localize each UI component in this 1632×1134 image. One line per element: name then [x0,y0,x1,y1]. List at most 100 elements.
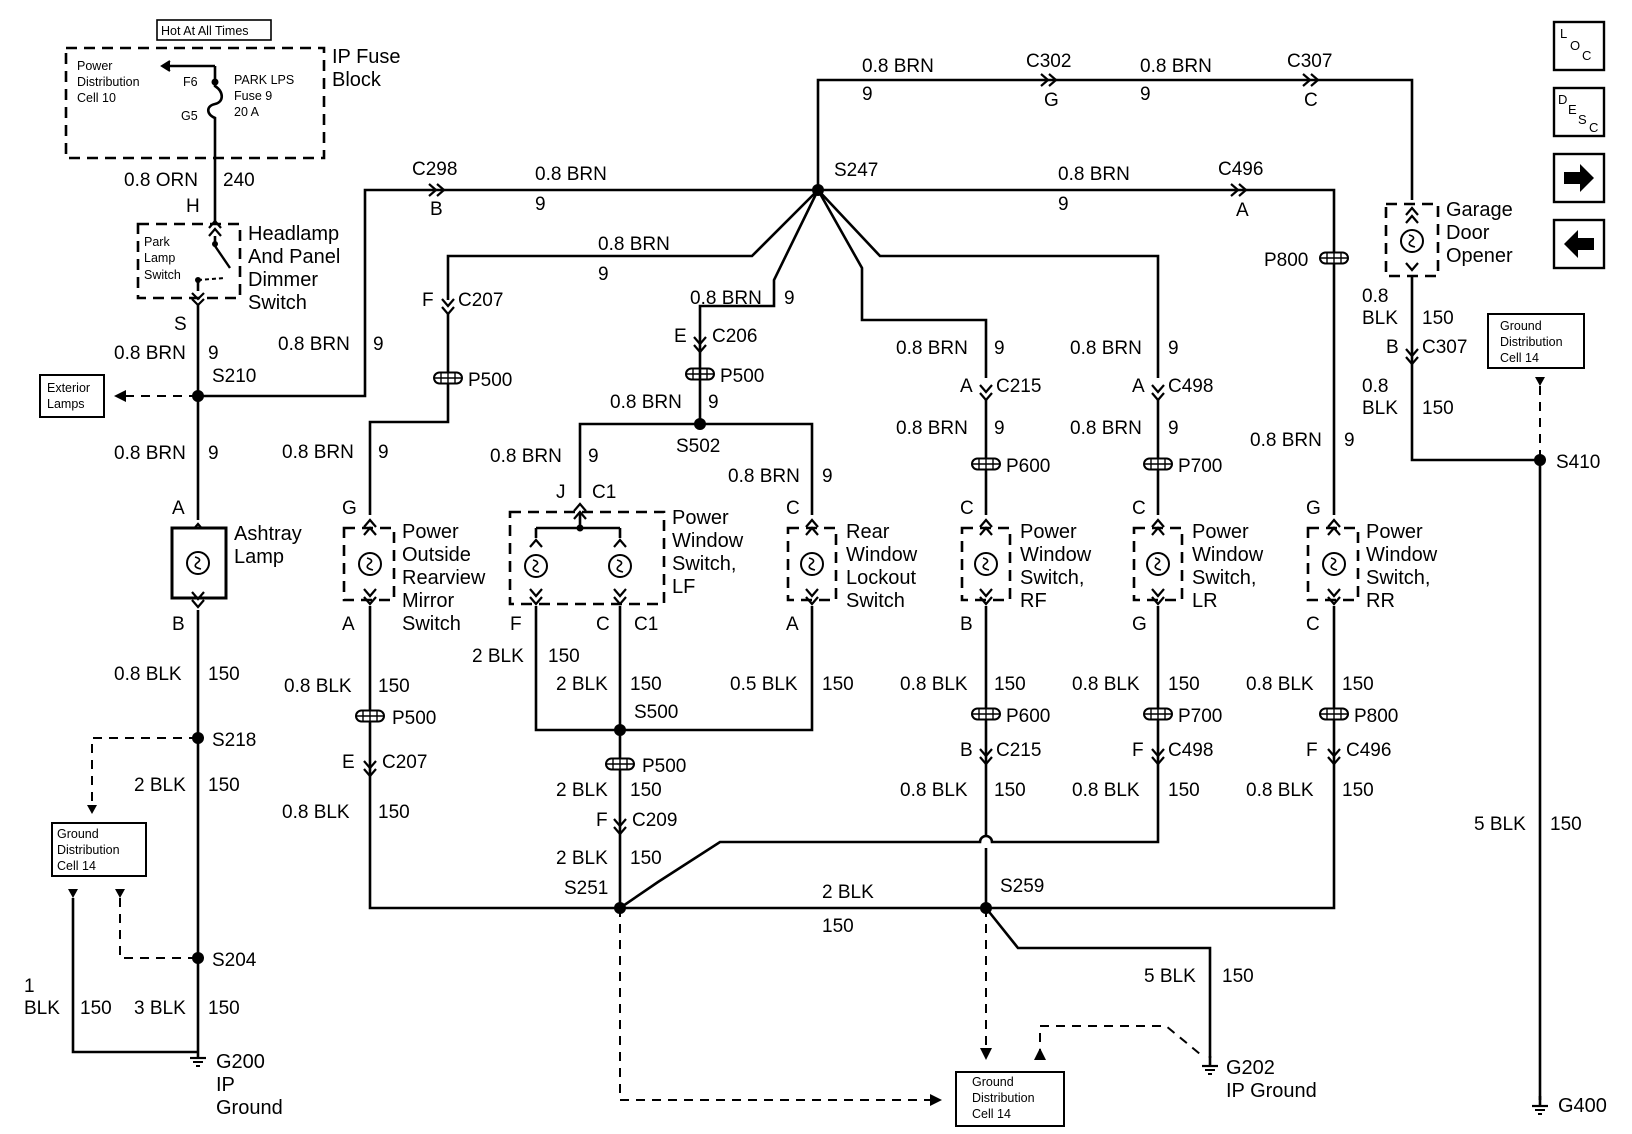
wire-blk2-lf-c: 2 BLK [556,674,608,695]
pin-a-ashtray: A [172,498,185,519]
pin-s: S [174,314,187,335]
arrow-right-icon [1564,164,1594,192]
conn-p500-c206: P500 [720,366,764,387]
conn-c215-bottom: C215 [996,740,1041,761]
loc-letter-l: L [1560,26,1567,41]
wire-blk-rf: 0.8 BLK [900,674,968,695]
prev-button[interactable] [1552,218,1606,270]
conn-c496-top: C496 [1218,159,1263,180]
pin-b-c307: B [1386,337,1399,358]
pw-rf-lamp-icon [974,552,998,576]
wire-blk5-g400: 5 BLK [1474,814,1526,835]
desc-button[interactable]: D E S C [1552,86,1606,138]
conn-p600-top: P600 [1006,456,1050,477]
wire-blk-rr: 0.8 BLK [1246,674,1314,695]
conn-p800-top: P800 [1264,250,1308,271]
wire-brn-c498-mid: 0.8 BRN [1070,418,1142,439]
wire-brn-c206-top: 0.8 BRN [690,288,762,309]
g202-ground-icon [1200,1054,1220,1076]
wire-brn-c298-drop: 0.8 BRN [278,334,350,355]
hot-at-all-times-label: Hot At All Times [161,24,249,38]
circuit-9-bus-left: 9 [535,194,546,215]
conn-c207-top: C207 [458,290,503,311]
pin-f-c496: F [1306,740,1318,761]
conn-p700: P700 [1178,706,1222,727]
pin-g-c302: G [1044,90,1059,111]
circuit-150-lr-b: 150 [1168,780,1200,801]
pin-c-lf: C [596,614,610,635]
circuit-240: 240 [223,170,255,191]
pin-a-lockout: A [786,614,799,635]
headlamp-switch-box [136,222,242,300]
circuit-150-s218: 150 [208,775,240,796]
pin-e-c206: E [674,326,687,347]
circuit-150-ashtray: 150 [208,664,240,685]
wire-blk08-s218: 0.8 BLK [282,802,350,823]
circuit-150-lf: 150 [548,646,580,667]
hot-at-all-times-box [156,19,272,41]
pw-lr-lamp-icon [1146,552,1170,576]
arrow-left-icon [1564,230,1594,258]
ashtray-lamp-icon [186,551,210,575]
conn-c498-top: C498 [1168,376,1213,397]
conn-p500-mirror-top: P500 [468,370,512,391]
pin-c-c307: C [1304,90,1318,111]
wire-brn-top1: 0.8 BRN [862,56,934,77]
splice-s502-label: S502 [676,436,720,457]
conn-c498-bottom: C498 [1168,740,1213,761]
circuit-150-rr-b: 150 [1342,780,1374,801]
pin-b-c298: B [430,199,443,220]
circuit-150-rf-b: 150 [994,780,1026,801]
pin-b-ashtray: B [172,614,185,635]
circuit-9-mirror: 9 [378,442,389,463]
pin-g-mirror: G [342,498,357,519]
wire-brn-ashtray: 0.8 BRN [114,443,186,464]
wire-blk05-lockout: 0.5 BLK [730,674,798,695]
splice-s247-label: S247 [834,160,878,181]
conn-c302: C302 [1026,51,1071,72]
splice-s218-label: S218 [212,730,256,751]
circuit-150-lockout: 150 [822,674,854,695]
wire-brn-c215-top: 0.8 BRN [896,338,968,359]
fuse-pin-g5: G5 [181,109,198,123]
splice-s204-label: S204 [212,950,257,971]
pin-b-c215: B [960,740,973,761]
conn-c496-bottom: C496 [1346,740,1391,761]
conn-c1-bottom: C1 [634,614,658,635]
mirror-lamp-icon [358,552,382,576]
circuit-150-c209b: 150 [630,848,662,869]
pin-f-c207: F [422,290,434,311]
park-lps-fuse [206,66,224,130]
next-button[interactable] [1552,152,1606,204]
desc-letter-s: S [1578,112,1587,127]
circuit-150-bus: 150 [822,916,854,937]
circuit-9-s502: 9 [708,392,719,413]
conn-p600: P600 [1006,706,1050,727]
circuit-9-c498-top: 9 [1168,338,1179,359]
wire-blk3: 3 BLK [134,998,186,1019]
circuit-150-garage-a: 150 [1422,308,1454,329]
loc-button[interactable]: L O C [1552,20,1606,72]
conn-c207-bottom: C207 [382,752,427,773]
garage-lamp-icon [1400,229,1424,253]
conn-p500-mirror: P500 [392,708,436,729]
desc-letter-c: C [1589,120,1598,135]
pin-e-c207: E [342,752,355,773]
pin-c-lockout: C [786,498,800,519]
loc-letter-o: O [1570,38,1580,53]
circuit-150-g200a: 150 [80,998,112,1019]
circuit-150-g200b: 150 [208,998,240,1019]
wire-brn-mirror: 0.8 BRN [282,442,354,463]
